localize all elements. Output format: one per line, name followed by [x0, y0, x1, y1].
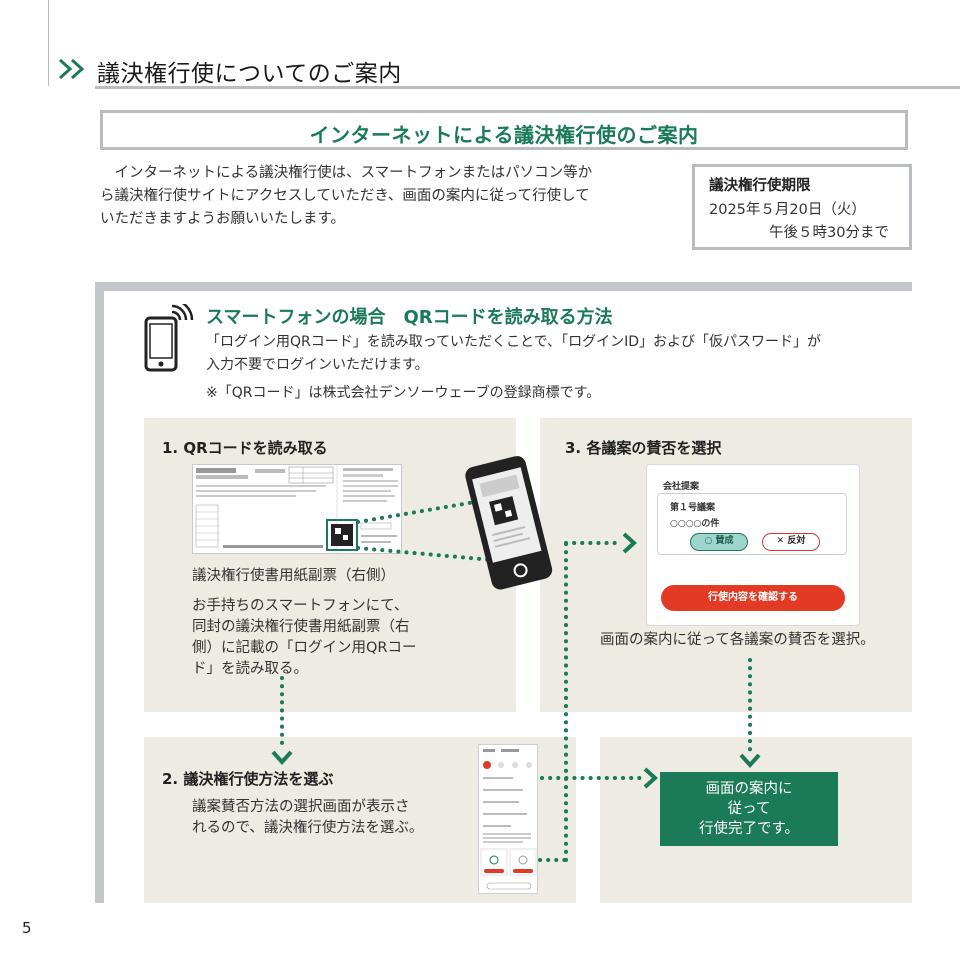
method-select-screen-image	[478, 744, 538, 894]
intro-line: インターネットによる議決権行使は、スマートフォンまたはパソコン等か	[100, 165, 593, 181]
deadline-title: 議決権行使期限	[709, 178, 811, 194]
smartphone-desc-line: 入力不要でログインいただけます。	[206, 357, 429, 373]
complete-line: 画面の案内に	[705, 781, 793, 797]
step2-description: 議案賛否方法の選択画面が表示さ れるので、議決権行使方法を選ぶ。	[192, 797, 423, 839]
step1-description: お手持ちのスマートフォンにて、 同封の議決権行使書用紙副票（右 側）に記載の「ロ…	[192, 596, 417, 680]
panel-top-bar	[95, 282, 912, 291]
company-proposal-label: 会社提案	[663, 482, 700, 492]
step1-caption: 議決権行使書用紙副票（右側）	[192, 566, 395, 587]
intro-paragraph: インターネットによる議決権行使は、スマートフォンまたはパソコン等か ら議決権行使…	[100, 162, 670, 231]
step3-caption: 画面の案内に従って各議案の賛否を選択。	[600, 630, 875, 651]
double-chevron-icon	[58, 58, 85, 80]
step1-line: ド」を読み取る。	[192, 661, 308, 677]
intro-line: いただきますようお願いいたします。	[100, 211, 346, 227]
step2-line: 議案賛否方法の選択画面が表示さ	[192, 799, 410, 815]
intro-line: ら議決権行使サイトにアクセスしていただき、画面の案内に従って行使して	[100, 188, 590, 204]
deadline-box: 議決権行使期限 2025年５月20日（火） 午後５時30分まで	[692, 164, 912, 250]
page-number: 5	[22, 919, 32, 937]
vote-screen-mock: 会社提案 第１号議案 ○○○○の件 ○ 賛成 ✕ 反対 行使内容を確認する	[646, 464, 860, 626]
approve-button[interactable]: ○ 賛成	[690, 533, 748, 551]
step2-line: れるので、議決権行使方法を選ぶ。	[192, 820, 424, 836]
reject-button[interactable]: ✕ 反対	[762, 533, 820, 551]
confirm-vote-button[interactable]: 行使内容を確認する	[661, 585, 845, 611]
smartphone-desc-line: 「ログイン用QRコード」を読み取っていただくことで、「ログインID」および「仮パ…	[206, 334, 821, 350]
smartphone-description: 「ログイン用QRコード」を読み取っていただくことで、「ログインID」および「仮パ…	[206, 331, 914, 377]
header-vertical-rule	[48, 0, 49, 86]
trademark-note: ※「QRコード」は株式会社デンソーウェーブの登録商標です。	[206, 385, 601, 401]
step3-caption-text: 画面の案内に従って各議案の賛否を選択。	[600, 632, 875, 648]
banner-title: インターネットによる議決権行使のご案内	[309, 123, 699, 147]
step3-heading: 3. 各議案の賛否を選択	[565, 439, 722, 457]
complete-line: 行使完了です。	[698, 821, 800, 837]
internet-voting-banner: インターネットによる議決権行使のご案内	[100, 110, 908, 150]
step2-heading: 2. 議決権行使方法を選ぶ	[162, 770, 334, 788]
voting-form-image	[192, 464, 402, 555]
smartphone-wireless-icon	[144, 304, 194, 372]
proposal-title: 第１号議案	[670, 503, 716, 513]
deadline-time: 午後５時30分まで	[769, 225, 889, 241]
proposal-subject: ○○○○の件	[670, 519, 720, 529]
header-underline	[95, 86, 960, 89]
smartphone-method-title: スマートフォンの場合 QRコードを読み取る方法	[206, 307, 613, 328]
step1-line: お手持ちのスマートフォンにて、	[192, 598, 409, 614]
step1-line: 側）に記載の「ログイン用QRコー	[192, 640, 417, 656]
step1-line: 同封の議決権行使書用紙副票（右	[192, 619, 410, 635]
panel-left-bar	[95, 282, 104, 903]
complete-line: 従って	[727, 801, 771, 817]
proposal-card: 第１号議案 ○○○○の件 ○ 賛成 ✕ 反対	[657, 493, 847, 555]
step1-caption-text: 議決権行使書用紙副票（右側）	[192, 568, 395, 584]
deadline-date: 2025年５月20日（火）	[709, 202, 866, 218]
step1-heading: 1. QRコードを読み取る	[162, 439, 328, 457]
voting-complete-box: 画面の案内に 従って 行使完了です。	[660, 772, 838, 846]
section-title: 議決権行使についてのご案内	[97, 61, 402, 87]
